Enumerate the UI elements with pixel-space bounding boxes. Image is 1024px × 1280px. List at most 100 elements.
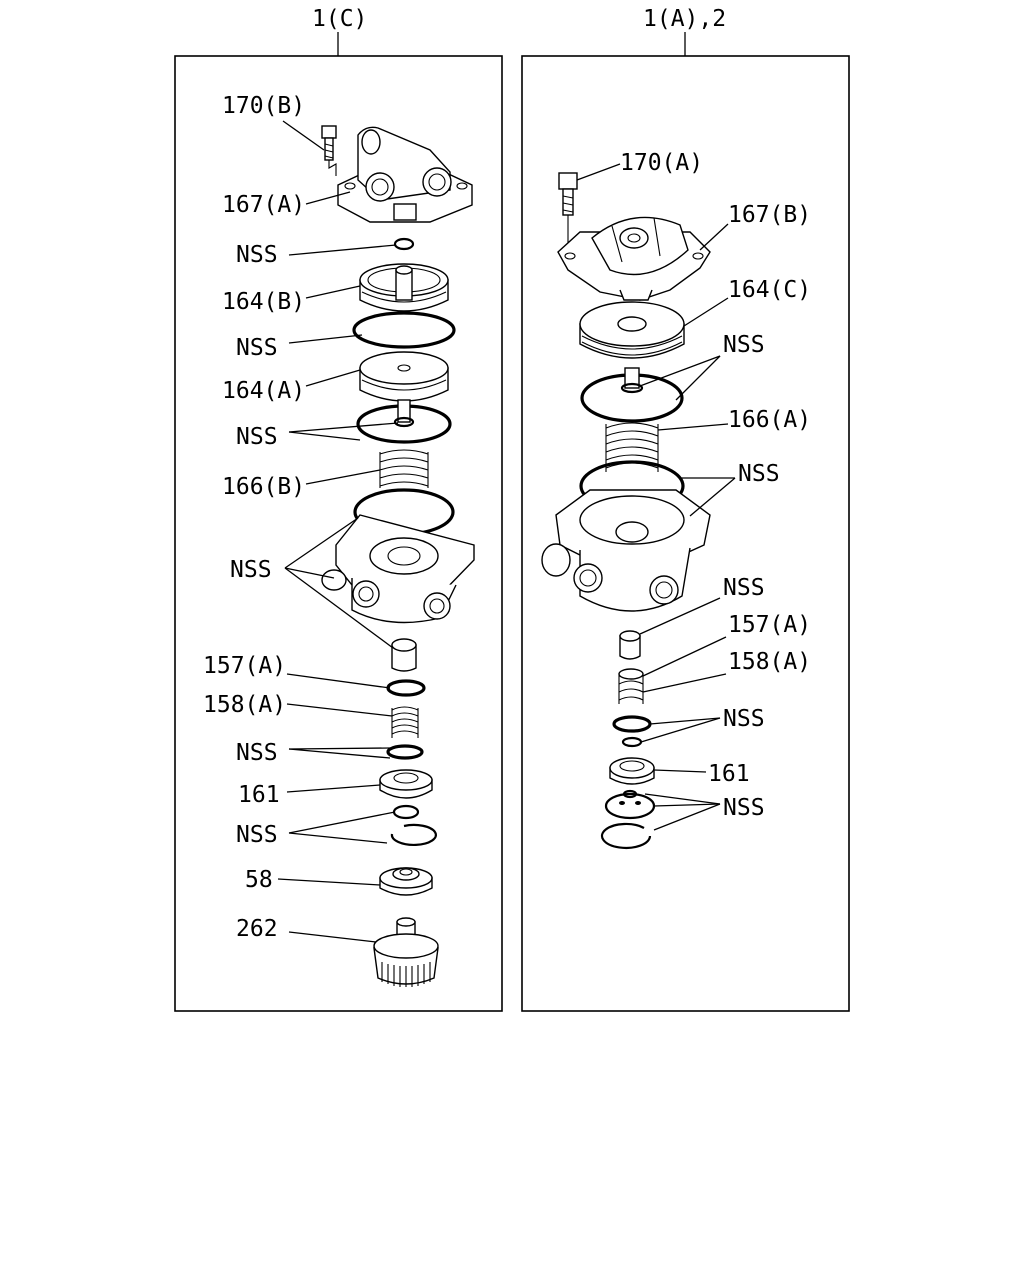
- leader-nss-5a: [288, 747, 391, 750]
- label-piston-164a: 164(A): [222, 378, 305, 404]
- seat-161-left: [379, 769, 433, 799]
- snap-ring-hole-2: [635, 801, 641, 805]
- label-seat-161-right: 161: [708, 761, 750, 787]
- spring-158a-right: [618, 668, 644, 704]
- left-assembly: 1(C): [174, 6, 503, 1012]
- leader-spring-158a-right: [642, 673, 727, 693]
- leader-cover-167b: [699, 223, 729, 251]
- label-spring-166b: 166(B): [222, 474, 305, 500]
- leader-nss-3a: [288, 422, 399, 433]
- leader-nss-1: [288, 244, 397, 256]
- leader-cap-262: [288, 931, 377, 943]
- snap-ring-inner: [622, 789, 638, 799]
- bolt-170a: [558, 172, 578, 250]
- o-ring-stem-r: [620, 382, 644, 394]
- leader-nss-r4a: [649, 717, 721, 725]
- right-assembly-frame: [521, 55, 850, 1012]
- label-seat-161-left: 161: [238, 782, 280, 808]
- valve-157a-right: [619, 630, 641, 660]
- right-assembly: 1(A),2: [521, 6, 850, 1012]
- leader-valve-157a-right: [642, 636, 727, 677]
- leader-piston-164a: [305, 369, 361, 387]
- snap-ring-1: [392, 804, 420, 820]
- leader-nss-4b: [284, 567, 335, 579]
- snap-ring-2: [390, 823, 437, 846]
- right-assembly-title: 1(A),2: [643, 6, 726, 32]
- leader-nss-r5c: [653, 803, 721, 831]
- label-spring-158a-left: 158(A): [203, 692, 286, 718]
- o-ring-small-r2: [621, 736, 643, 748]
- o-ring-stem: [393, 416, 415, 428]
- label-nss-6: NSS: [236, 822, 278, 848]
- leader-spring-166a: [657, 423, 729, 431]
- label-nss-1: NSS: [236, 242, 278, 268]
- leader-nss-r2b: [689, 477, 736, 517]
- leader-nss-r5a: [644, 793, 721, 805]
- leader-nss-r4b: [640, 717, 721, 743]
- label-valve-157a-left: 157(A): [203, 653, 286, 679]
- leader-cover-167a: [305, 191, 351, 205]
- valve-body-right: [541, 489, 711, 612]
- piston-164b: [359, 263, 449, 312]
- leader-spring-158a-left: [286, 703, 393, 717]
- left-assembly-title: 1(C): [312, 6, 367, 32]
- label-bolt-170a: 170(A): [620, 150, 703, 176]
- piston-164c: [579, 301, 685, 359]
- label-nss-r2: NSS: [738, 461, 780, 487]
- cover-167a: [337, 126, 473, 223]
- leader-seat-161-right: [653, 769, 707, 773]
- label-cap-262: 262: [236, 916, 278, 942]
- left-assembly-frame: [174, 55, 503, 1012]
- nut-58: [379, 867, 433, 896]
- leader-nss-r1a: [639, 355, 721, 387]
- leader-nut-58: [277, 878, 381, 886]
- label-nss-r5: NSS: [723, 795, 765, 821]
- o-ring-small-r1: [612, 715, 652, 733]
- label-nss-5: NSS: [236, 740, 278, 766]
- label-nut-58: 58: [245, 867, 273, 893]
- leader-nss-4a: [284, 517, 359, 569]
- cap-262: [373, 917, 439, 987]
- label-nss-r1: NSS: [723, 332, 765, 358]
- o-ring-large-1: [352, 311, 456, 349]
- leader-nss-5b: [288, 748, 391, 759]
- label-nss-r3: NSS: [723, 575, 765, 601]
- label-cover-167b: 167(B): [728, 202, 811, 228]
- cover-167b: [557, 216, 711, 301]
- label-nss-r4: NSS: [723, 706, 765, 732]
- leader-bolt-170b: [282, 120, 325, 151]
- piston-stem: [397, 399, 411, 423]
- leader-piston-164c: [683, 297, 729, 327]
- o-ring-small: [393, 237, 415, 251]
- snap-ring-r2: [600, 822, 652, 850]
- spring-158a-left: [391, 706, 419, 738]
- piston-164a: [359, 351, 449, 402]
- leader-seat-161-left: [286, 784, 381, 793]
- leader-nss-3b: [288, 431, 361, 441]
- bolt-170b: [321, 125, 337, 176]
- label-cover-167a: 167(A): [222, 192, 305, 218]
- leader-spring-166b: [305, 469, 381, 485]
- label-piston-164c: 164(C): [728, 277, 811, 303]
- valve-body-left: [321, 514, 475, 624]
- leader-bolt-170a: [576, 163, 621, 181]
- o-ring-small-2: [386, 744, 424, 760]
- label-nss-3: NSS: [236, 424, 278, 450]
- leader-nss-6b: [288, 832, 388, 844]
- label-bolt-170b: 170(B): [222, 93, 305, 119]
- snap-ring-hole-1: [619, 801, 625, 805]
- spring-166b: [379, 449, 429, 488]
- leader-nss-4c: [284, 567, 394, 649]
- leader-nss-r1b: [675, 355, 721, 401]
- label-valve-157a-right: 157(A): [728, 612, 811, 638]
- leader-nss-2: [288, 334, 363, 344]
- valve-157a-left: [386, 638, 426, 697]
- leader-valve-157a-left: [286, 673, 391, 689]
- label-spring-166a: 166(A): [728, 407, 811, 433]
- leader-piston-164b: [305, 285, 361, 299]
- leader-nss-6a: [288, 811, 396, 834]
- piston-stem-r: [624, 367, 640, 389]
- label-spring-158a-right: 158(A): [728, 649, 811, 675]
- seat-161-right: [609, 757, 655, 785]
